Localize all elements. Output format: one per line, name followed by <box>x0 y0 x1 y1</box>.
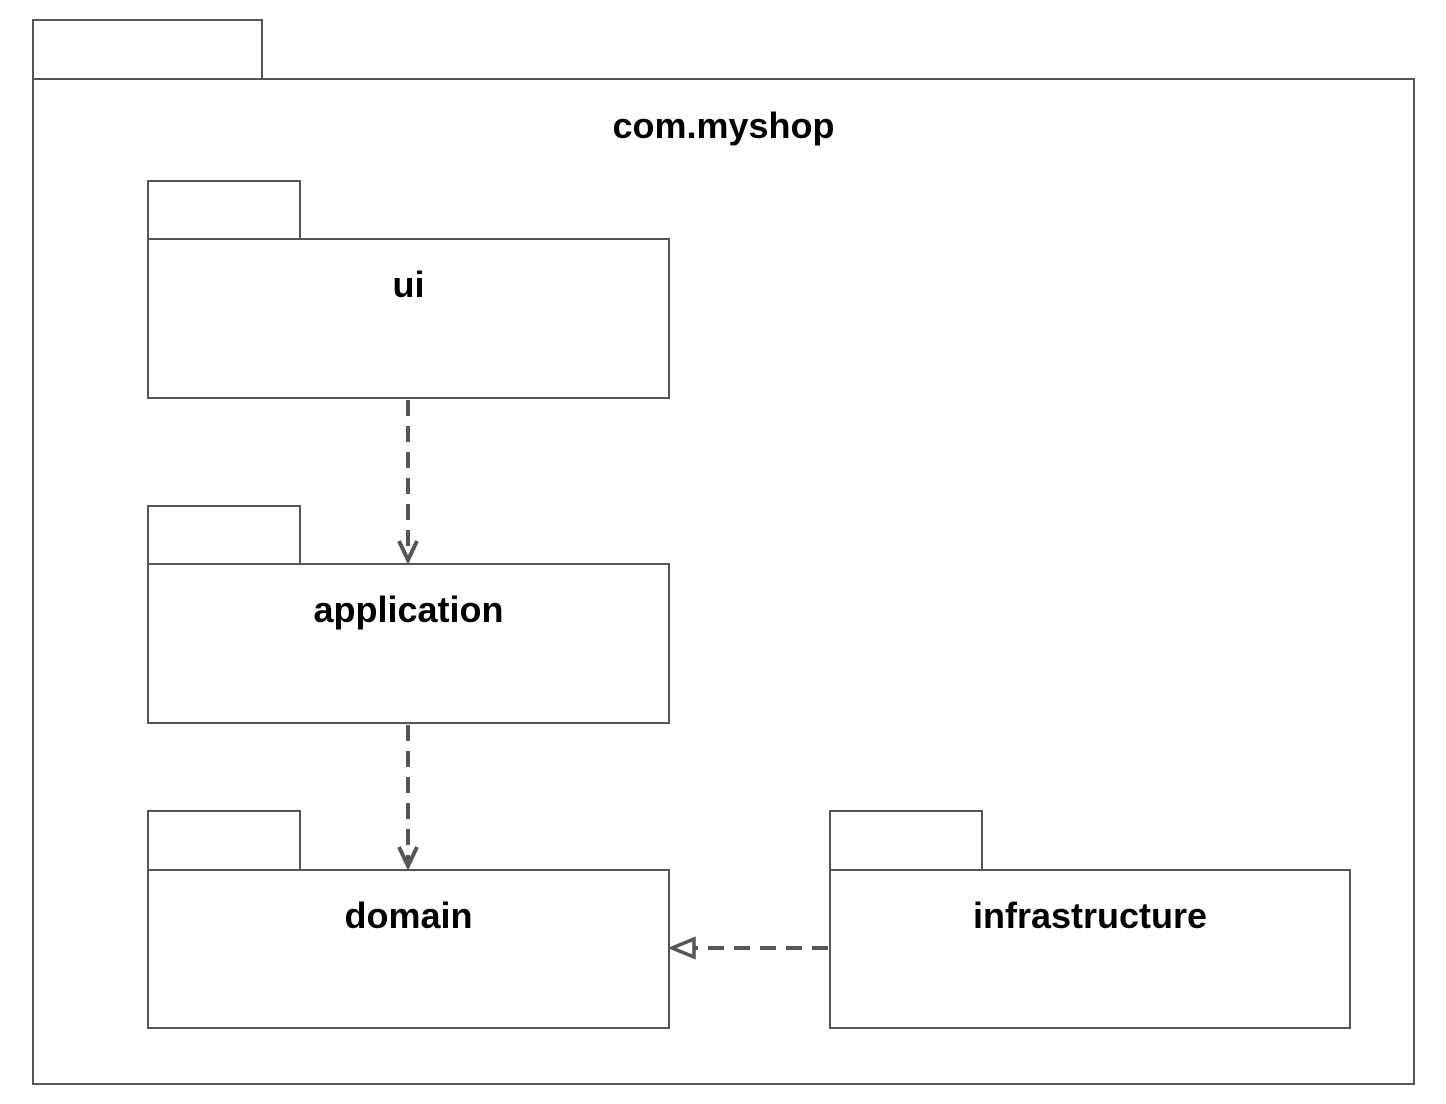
package-infrastructure: infrastructure <box>829 869 1351 1029</box>
package-tab-com-myshop <box>32 19 263 80</box>
package-tab-application <box>147 505 301 565</box>
package-tab-ui <box>147 180 301 240</box>
package-label-com-myshop: com.myshop <box>612 105 835 146</box>
package-domain: domain <box>147 869 670 1029</box>
package-label-infrastructure: infrastructure <box>972 895 1208 936</box>
package-label-domain: domain <box>344 895 473 936</box>
package-tab-domain <box>147 810 301 871</box>
package-ui: ui <box>147 238 670 399</box>
package-label-ui: ui <box>392 264 425 305</box>
package-application: application <box>147 563 670 724</box>
package-tab-infrastructure <box>829 810 983 871</box>
package-label-application: application <box>313 589 504 630</box>
